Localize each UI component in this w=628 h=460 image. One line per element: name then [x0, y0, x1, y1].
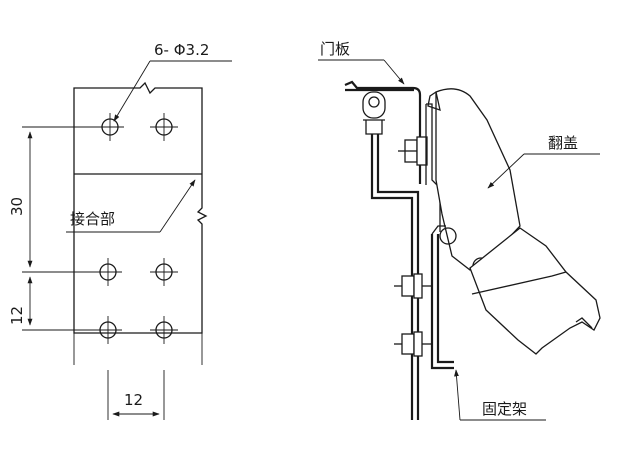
- hole-callout-text: 6- Φ3.2: [154, 41, 209, 59]
- bolt-lower: [394, 331, 432, 357]
- hole-callout: 6- Φ3.2: [113, 41, 232, 122]
- dim-30-text: 30: [8, 197, 26, 216]
- fixing-bracket-label: 固定架: [482, 400, 527, 418]
- pivot-pin: [439, 227, 457, 245]
- flip-cover-callout: 翻盖: [487, 134, 600, 189]
- slot-bracket: [362, 91, 420, 420]
- dimension-30: 30: [8, 126, 104, 273]
- hinge-plate-front-view: 6- Φ3.2 接合部 30 12 12: [8, 41, 232, 420]
- fixing-bracket-callout: 固定架: [454, 369, 546, 421]
- dim-12-horizontal-text: 12: [124, 391, 143, 409]
- fixing-bracket: [430, 225, 454, 370]
- dimension-12-horizontal: 12: [107, 370, 165, 420]
- hinge-side-view: 门板 翻盖 固定架: [318, 40, 601, 421]
- mounting-hole: [150, 258, 178, 286]
- mounting-hole: [150, 113, 178, 141]
- joint-callout: 接合部: [66, 179, 196, 233]
- flip-cover: [427, 88, 601, 355]
- dim-12-vertical-text: 12: [8, 306, 26, 325]
- bolt-upper: [398, 136, 428, 166]
- door-panel-label: 门板: [320, 40, 350, 58]
- dimension-12-vertical: 12: [8, 276, 100, 331]
- flip-cover-label: 翻盖: [548, 134, 578, 152]
- door-panel: [344, 80, 422, 184]
- joint-label: 接合部: [70, 210, 115, 228]
- bolt-middle: [394, 273, 432, 299]
- door-panel-callout: 门板: [318, 40, 405, 85]
- plate-outline: [73, 81, 208, 334]
- mounting-hole: [150, 316, 178, 344]
